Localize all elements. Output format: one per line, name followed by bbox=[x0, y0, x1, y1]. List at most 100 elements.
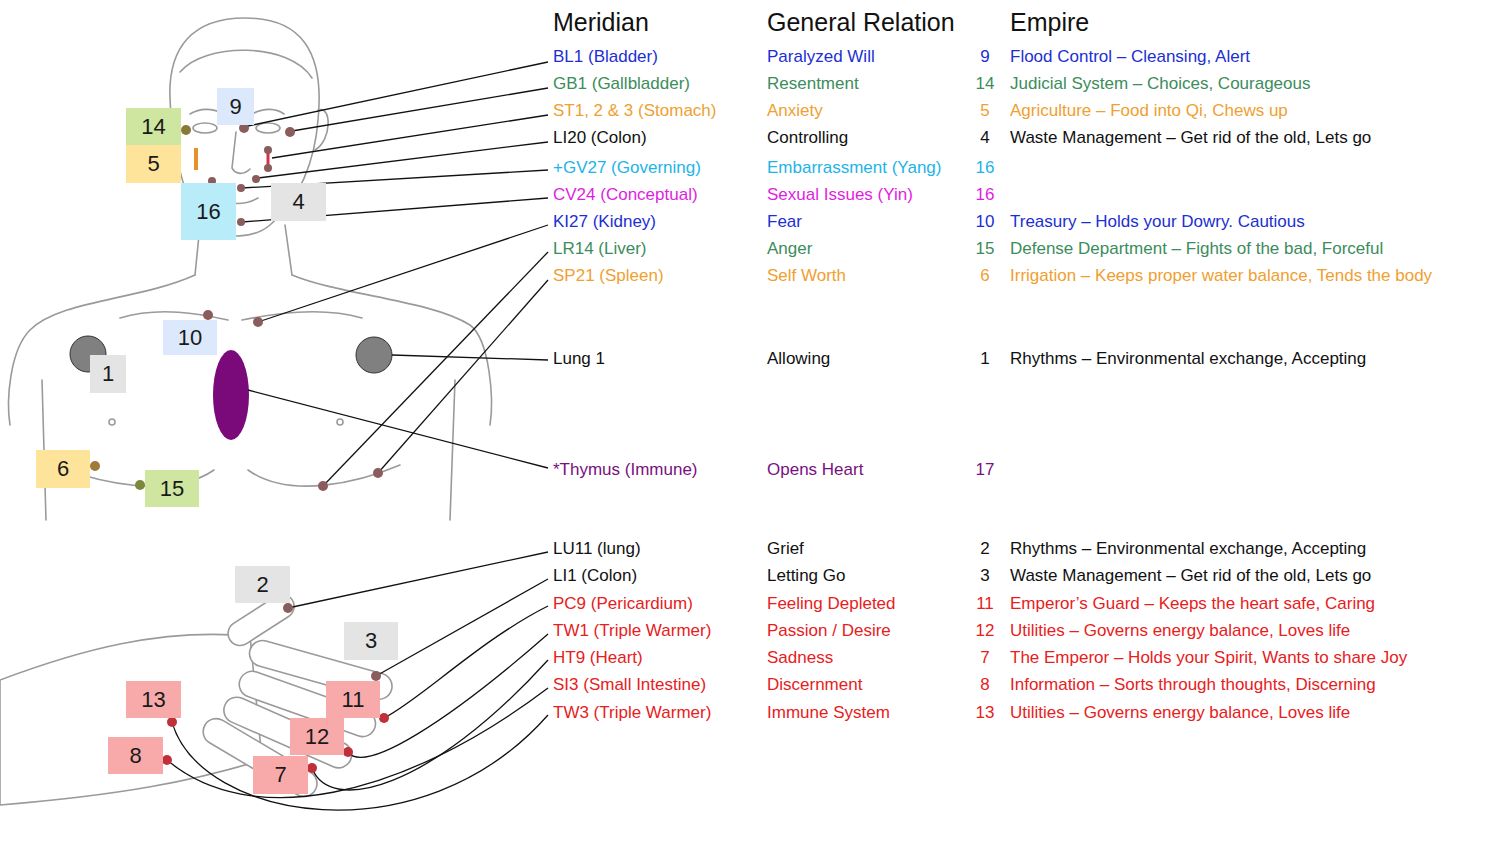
point-dot bbox=[181, 125, 191, 135]
callout-number: 11 bbox=[342, 689, 365, 711]
eye bbox=[256, 123, 280, 133]
table-cell: 16 bbox=[976, 158, 995, 178]
callout-number: 15 bbox=[160, 478, 184, 500]
callout-number: 13 bbox=[141, 689, 165, 711]
table-cell: 10 bbox=[976, 212, 995, 232]
callout-number: 7 bbox=[274, 764, 286, 786]
table-cell: Feeling Depleted bbox=[767, 594, 896, 614]
callout-box: 15 bbox=[145, 470, 199, 507]
shoulder bbox=[292, 275, 491, 425]
nipple bbox=[337, 419, 343, 425]
table-cell: 8 bbox=[980, 675, 989, 695]
point-dot bbox=[307, 763, 317, 773]
callout-box: 16 bbox=[181, 183, 236, 240]
table-cell: KI27 (Kidney) bbox=[553, 212, 656, 232]
point-dot bbox=[283, 603, 293, 613]
callout-number: 14 bbox=[141, 116, 165, 138]
point-dot bbox=[318, 481, 328, 491]
callout-box: 10 bbox=[163, 320, 217, 355]
table-cell: SI3 (Small Intestine) bbox=[553, 675, 706, 695]
table-cell: LI1 (Colon) bbox=[553, 566, 637, 586]
table-cell: ST1, 2 & 3 (Stomach) bbox=[553, 101, 716, 121]
leader-lines bbox=[167, 62, 548, 810]
leader-line bbox=[172, 715, 548, 810]
point-dot bbox=[135, 480, 145, 490]
table-cell: Immune System bbox=[767, 703, 890, 723]
lung-point bbox=[356, 337, 392, 373]
table-cell: Utilities – Governs energy balance, Love… bbox=[1010, 621, 1350, 641]
table-cell: 12 bbox=[976, 621, 995, 641]
point-dot bbox=[252, 175, 260, 183]
callout-number: 2 bbox=[256, 574, 268, 596]
table-cell: GB1 (Gallbladder) bbox=[553, 74, 690, 94]
table-cell: Embarrassment (Yang) bbox=[767, 158, 941, 178]
table-cell: Waste Management – Get rid of the old, L… bbox=[1010, 566, 1371, 586]
leader-line bbox=[392, 355, 548, 360]
table-cell: Irrigation – Keeps proper water balance,… bbox=[1010, 266, 1432, 286]
table-cell: Sadness bbox=[767, 648, 833, 668]
point-dot bbox=[285, 127, 295, 137]
brow bbox=[254, 109, 284, 114]
table-cell: +GV27 (Governing) bbox=[553, 158, 701, 178]
torso-drawing bbox=[9, 275, 492, 520]
callout-number: 12 bbox=[305, 726, 329, 748]
table-cell: 4 bbox=[980, 128, 989, 148]
table-cell: 3 bbox=[980, 566, 989, 586]
table-cell: Lung 1 bbox=[553, 349, 605, 369]
table-cell: LR14 (Liver) bbox=[553, 239, 647, 259]
callout-box: 11 bbox=[326, 681, 380, 718]
arm-line bbox=[450, 380, 455, 520]
table-cell: TW1 (Triple Warmer) bbox=[553, 621, 711, 641]
table-cell: LI20 (Colon) bbox=[553, 128, 647, 148]
leader-line bbox=[248, 390, 548, 468]
callout-box: 9 bbox=[217, 88, 254, 125]
column-heading: General Relation bbox=[767, 8, 955, 37]
leader-line bbox=[378, 280, 548, 473]
column-heading: Meridian bbox=[553, 8, 649, 37]
table-cell: Controlling bbox=[767, 128, 848, 148]
table-cell: LU11 (lung) bbox=[553, 539, 641, 559]
eye bbox=[193, 123, 217, 133]
table-cell: CV24 (Conceptual) bbox=[553, 185, 698, 205]
table-cell: Treasury – Holds your Dowry. Cautious bbox=[1010, 212, 1305, 232]
callout-box: 12 bbox=[290, 718, 344, 755]
callout-box: 2 bbox=[235, 566, 290, 603]
callout-number: 1 bbox=[102, 363, 114, 385]
table-cell: 1 bbox=[980, 349, 989, 369]
table-cell: Letting Go bbox=[767, 566, 845, 586]
table-cell: Paralyzed Will bbox=[767, 47, 875, 67]
point-dot bbox=[253, 317, 263, 327]
leader-line bbox=[272, 115, 548, 158]
table-cell: Waste Management – Get rid of the old, L… bbox=[1010, 128, 1371, 148]
leader-line bbox=[167, 688, 548, 798]
table-cell: 16 bbox=[976, 185, 995, 205]
table-cell: 13 bbox=[976, 703, 995, 723]
leader-line bbox=[248, 62, 548, 126]
table-cell: TW3 (Triple Warmer) bbox=[553, 703, 711, 723]
table-cell: 14 bbox=[976, 74, 995, 94]
point-dot bbox=[264, 146, 272, 154]
table-cell: Resentment bbox=[767, 74, 859, 94]
callout-number: 10 bbox=[178, 327, 202, 349]
callout-number: 8 bbox=[129, 745, 141, 767]
callout-number: 5 bbox=[147, 153, 159, 175]
nipple bbox=[109, 419, 115, 425]
point-dots bbox=[90, 123, 389, 773]
callout-number: 3 bbox=[365, 630, 377, 652]
hand-drawing bbox=[0, 590, 395, 805]
thymus-point bbox=[213, 350, 249, 440]
table-cell: Judicial System – Choices, Courageous bbox=[1010, 74, 1310, 94]
column-heading: Empire bbox=[1010, 8, 1089, 37]
table-cell: PC9 (Pericardium) bbox=[553, 594, 693, 614]
leader-line bbox=[312, 660, 548, 790]
ear bbox=[315, 110, 328, 150]
leader-line bbox=[288, 552, 548, 608]
nose bbox=[232, 132, 250, 173]
callout-number: 9 bbox=[229, 96, 241, 118]
table-cell: 5 bbox=[980, 101, 989, 121]
callout-box: 8 bbox=[108, 737, 163, 774]
table-cell: Grief bbox=[767, 539, 804, 559]
point-dot bbox=[90, 461, 100, 471]
leader-line bbox=[292, 88, 548, 131]
